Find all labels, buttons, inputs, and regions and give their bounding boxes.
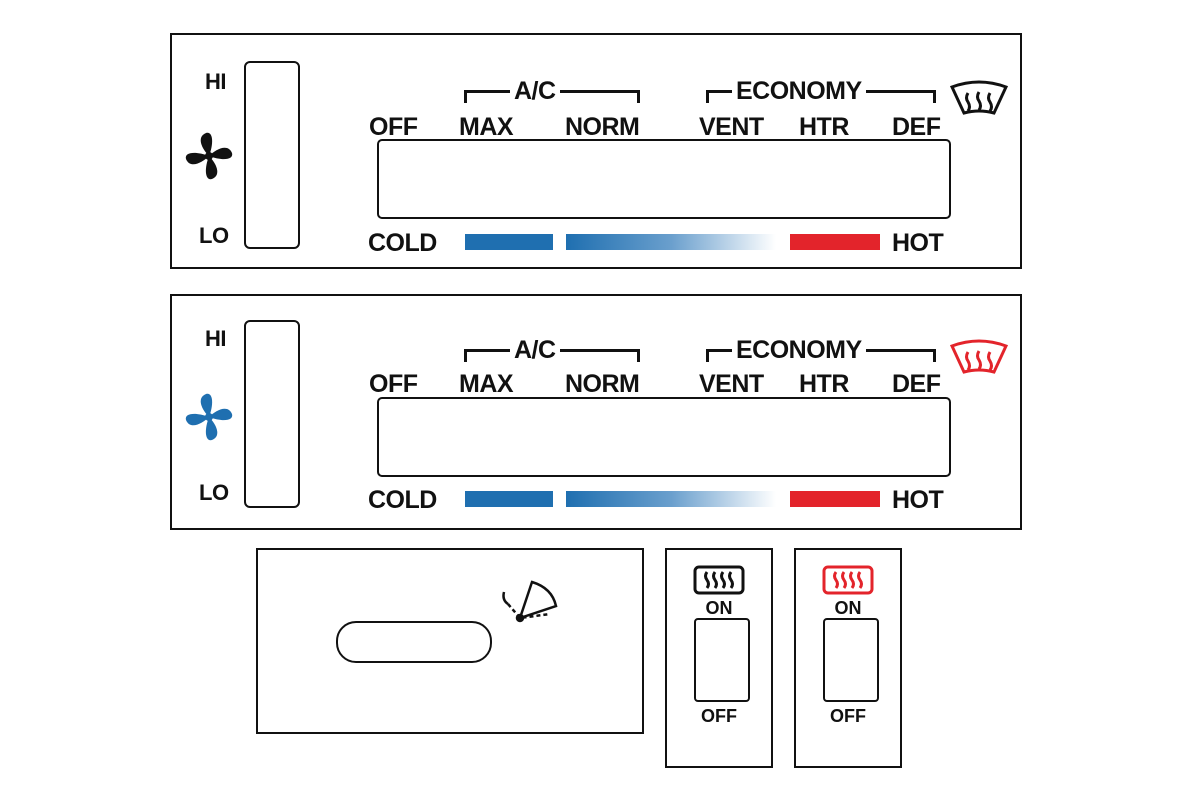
- mode-htr: HTR: [799, 370, 849, 398]
- fan-lo-label: LO: [199, 223, 229, 248]
- switch-on-label: ON: [834, 598, 862, 618]
- fan-icon: [185, 132, 233, 180]
- climate-panel-1: HI LO A/C ECONOMY OFF MAX NORM VENT HTR …: [170, 33, 1022, 269]
- switch-on-label: ON: [705, 598, 733, 618]
- mode-vent: VENT: [699, 113, 764, 141]
- fan-lo-label: LO: [199, 480, 229, 505]
- rocker-switch[interactable]: [694, 618, 750, 702]
- defrost-icon: [949, 80, 1009, 115]
- temp-cold-label: COLD: [368, 229, 437, 257]
- defrost-icon: [949, 339, 1009, 374]
- ac-label: A/C: [510, 338, 560, 363]
- mode-off: OFF: [369, 370, 418, 398]
- wiper-control-slot[interactable]: [336, 621, 492, 663]
- mode-selector-slot[interactable]: [377, 139, 951, 219]
- hot-bar: [790, 491, 880, 507]
- temp-gradient-bar: [566, 234, 776, 250]
- mode-def: DEF: [892, 370, 941, 398]
- fan-speed-slider[interactable]: [244, 61, 300, 249]
- rear-defrost-switch-2: ON OFF: [794, 548, 902, 768]
- rear-defrost-icon: [822, 565, 874, 595]
- economy-label: ECONOMY: [732, 338, 866, 363]
- fan-icon: [185, 393, 233, 441]
- wiper-panel: [256, 548, 644, 734]
- temp-hot-label: HOT: [892, 486, 944, 514]
- economy-label: ECONOMY: [732, 79, 866, 104]
- switch-off-label: OFF: [830, 706, 866, 726]
- mode-selector-slot[interactable]: [377, 397, 951, 477]
- cold-bar: [465, 491, 553, 507]
- temp-hot-label: HOT: [892, 229, 944, 257]
- cold-bar: [465, 234, 553, 250]
- rear-defrost-icon: [693, 565, 745, 595]
- mode-vent: VENT: [699, 370, 764, 398]
- switch-off-label: OFF: [701, 706, 737, 726]
- mode-norm: NORM: [565, 370, 640, 398]
- ac-label: A/C: [510, 79, 560, 104]
- temp-gradient-bar: [566, 491, 776, 507]
- mode-max: MAX: [459, 370, 514, 398]
- mode-def: DEF: [892, 113, 941, 141]
- fan-hi-label: HI: [205, 326, 227, 351]
- rear-defrost-switch-1: ON OFF: [665, 548, 773, 768]
- fan-speed-slider[interactable]: [244, 320, 300, 508]
- hot-bar: [790, 234, 880, 250]
- climate-panel-2: HI LO A/C ECONOMY OFF MAX NORM VENT HTR …: [170, 294, 1022, 530]
- fan-hi-label: HI: [205, 69, 227, 94]
- mode-max: MAX: [459, 113, 514, 141]
- temp-cold-label: COLD: [368, 486, 437, 514]
- rocker-switch[interactable]: [823, 618, 879, 702]
- wiper-icon: [502, 580, 558, 623]
- mode-htr: HTR: [799, 113, 849, 141]
- mode-off: OFF: [369, 113, 418, 141]
- mode-norm: NORM: [565, 113, 640, 141]
